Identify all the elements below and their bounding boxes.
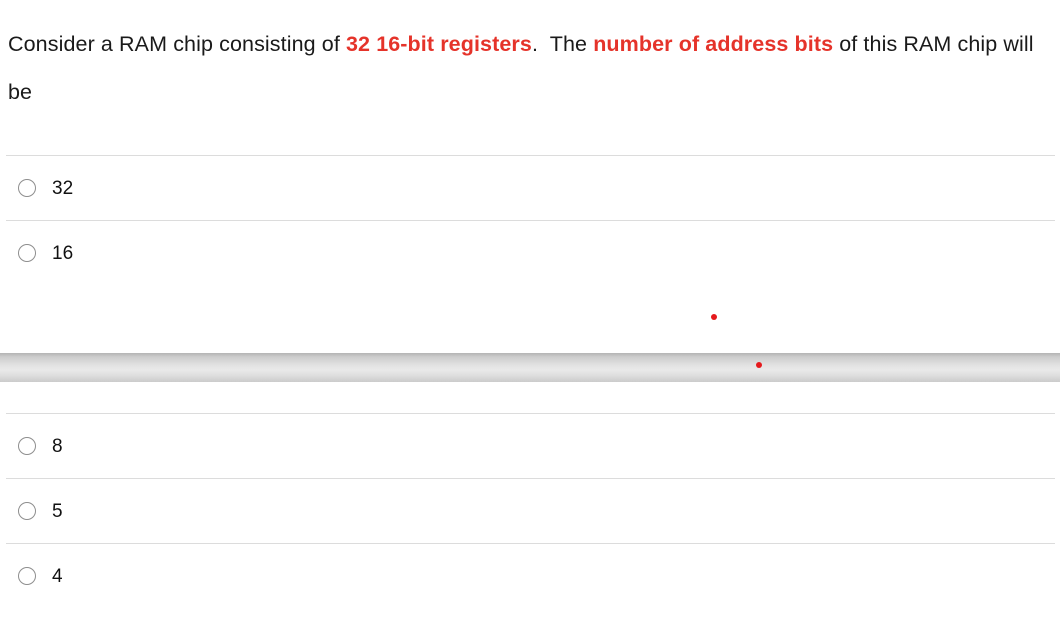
red-dot-annotation-1 [711,314,717,320]
radio-button-8[interactable] [18,437,36,455]
obscured-option-row-upper [0,285,1060,349]
option-label-8: 8 [52,435,63,457]
question-segment-3: of this RAM chip will be [8,32,1034,104]
radio-button-4[interactable] [18,567,36,585]
option-row-5[interactable]: 5 [0,479,1060,543]
option-row-16[interactable]: 16 [0,221,1060,285]
option-row-8[interactable]: 8 [0,414,1060,478]
option-divider [6,478,1055,479]
radio-button-32[interactable] [18,179,36,197]
question-text: Consider a RAM chip consisting of 32 16-… [8,20,1048,116]
radio-button-16[interactable] [18,244,36,262]
option-divider [6,220,1055,221]
answer-options-list: 32 16 8 5 4 [0,155,1060,608]
option-label-32: 32 [52,177,74,199]
grey-separator-band[interactable] [0,353,1060,382]
option-label-16: 16 [52,242,74,264]
question-segment-1: Consider a RAM chip consisting of [8,32,346,56]
radio-button-5[interactable] [18,502,36,520]
option-divider [6,543,1055,544]
option-label-4: 4 [52,565,63,587]
red-dot-annotation-2 [756,362,762,368]
question-emphasis-address-bits: number of address bits [593,32,834,56]
option-row-4[interactable]: 4 [0,544,1060,608]
option-row-32[interactable]: 32 [0,156,1060,220]
option-divider [6,155,1055,156]
question-segment-2: . The [531,32,594,56]
option-label-5: 5 [52,500,63,522]
question-emphasis-registers: 32 16-bit registers [346,32,532,56]
option-divider [6,413,1055,414]
